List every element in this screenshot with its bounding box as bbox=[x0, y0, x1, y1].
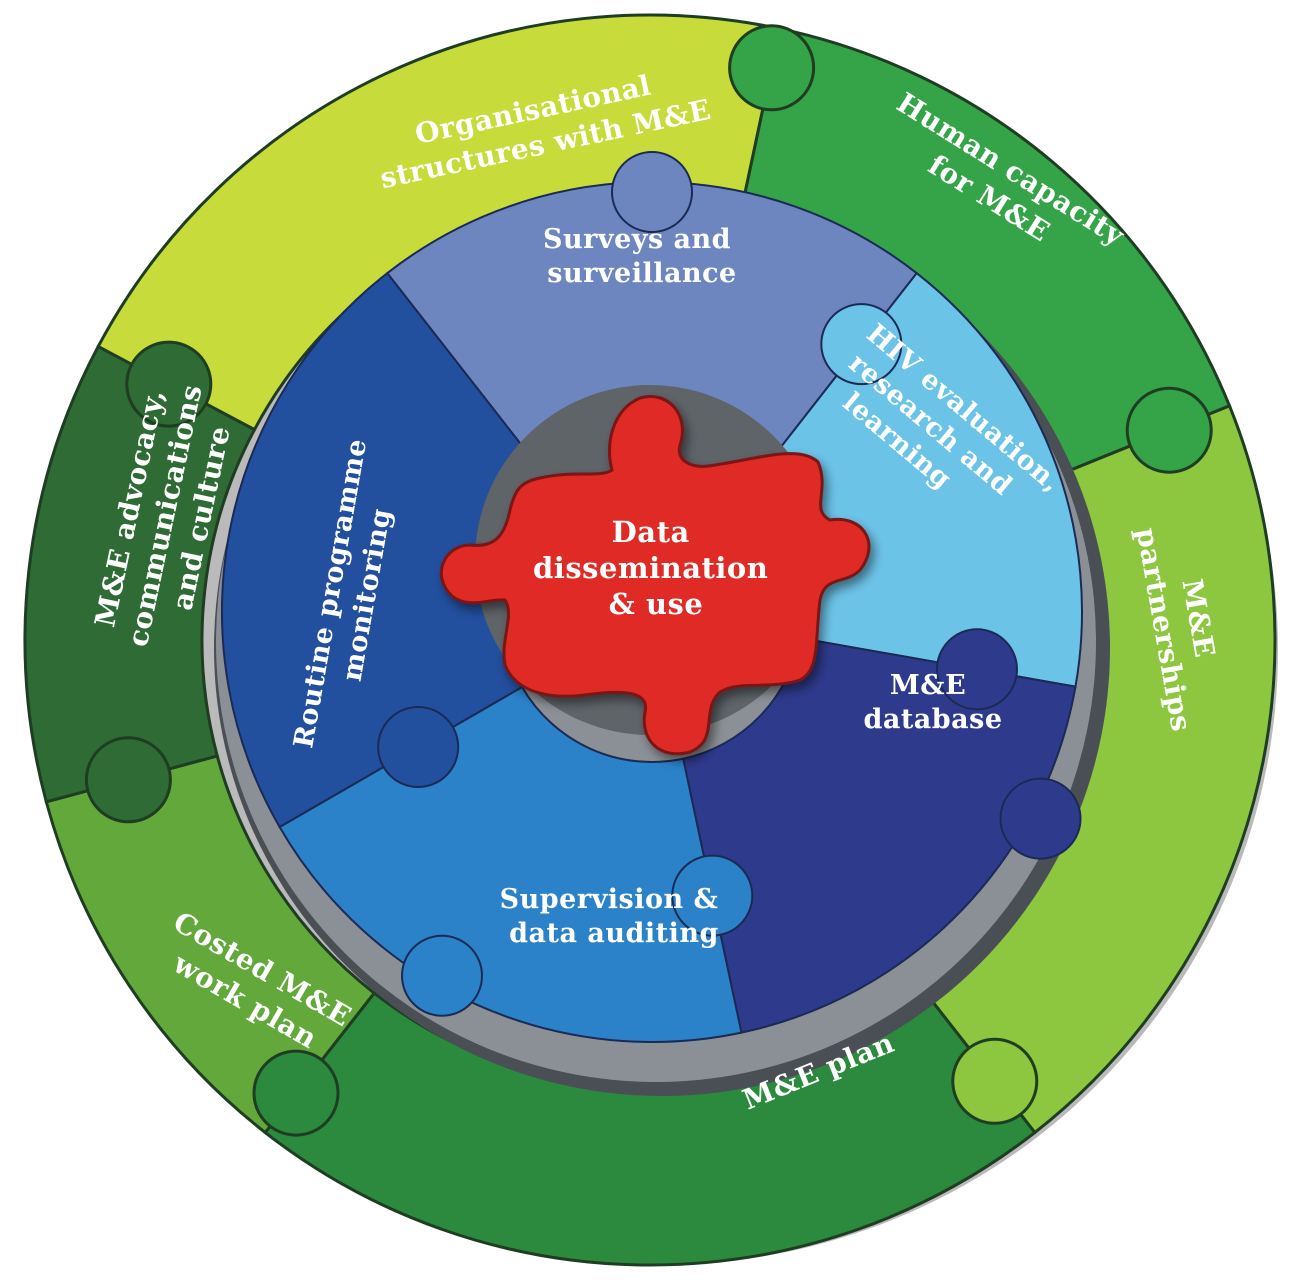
database-label: M&E database bbox=[863, 670, 1002, 735]
inner-ring-knobs bbox=[377, 151, 1082, 1017]
outer-human-knob bbox=[728, 24, 816, 112]
inner-database-knob-2 bbox=[999, 777, 1082, 860]
inner-database-knob bbox=[935, 628, 1018, 711]
outer-segment-advocacy bbox=[23, 344, 257, 804]
database-label-line-2: database bbox=[863, 704, 1002, 735]
supervision-label: Supervision & data auditing bbox=[500, 884, 729, 949]
center-label: Data dissemination & use bbox=[533, 515, 779, 621]
outer-advocacy-knob-2 bbox=[125, 340, 213, 428]
center-piece bbox=[439, 395, 871, 756]
supervision-label-line-1: Supervision & bbox=[500, 884, 719, 915]
supervision-label-line-2: data auditing bbox=[509, 918, 719, 949]
center-piece-shape bbox=[439, 395, 871, 756]
inner-surveys-knob bbox=[611, 151, 693, 233]
database-label-line-1: M&E bbox=[890, 670, 966, 701]
center-label-line-3: & use bbox=[609, 587, 704, 621]
surveys-label-line-2: surveillance bbox=[547, 258, 736, 289]
inner-hiv-knob bbox=[820, 303, 903, 386]
surveys-label-line-1: Surveys and bbox=[543, 224, 731, 255]
outer-partnerships-knob bbox=[951, 1037, 1039, 1125]
inner-supervision-knob-2 bbox=[401, 934, 483, 1017]
outer-ring bbox=[23, 13, 1277, 1267]
center-label-line-1: Data bbox=[612, 515, 690, 549]
outer-human-knob-2 bbox=[1125, 386, 1213, 474]
outer-advocacy-knob bbox=[84, 736, 172, 824]
inner-supervision-knob bbox=[671, 854, 754, 937]
center-label-line-2: dissemination bbox=[533, 551, 768, 585]
outer-ring-knobs bbox=[84, 24, 1213, 1137]
inner-routine-knob bbox=[377, 706, 460, 788]
surveys-label: Surveys and surveillance bbox=[543, 224, 741, 289]
outer-plan-knob bbox=[252, 1049, 340, 1137]
